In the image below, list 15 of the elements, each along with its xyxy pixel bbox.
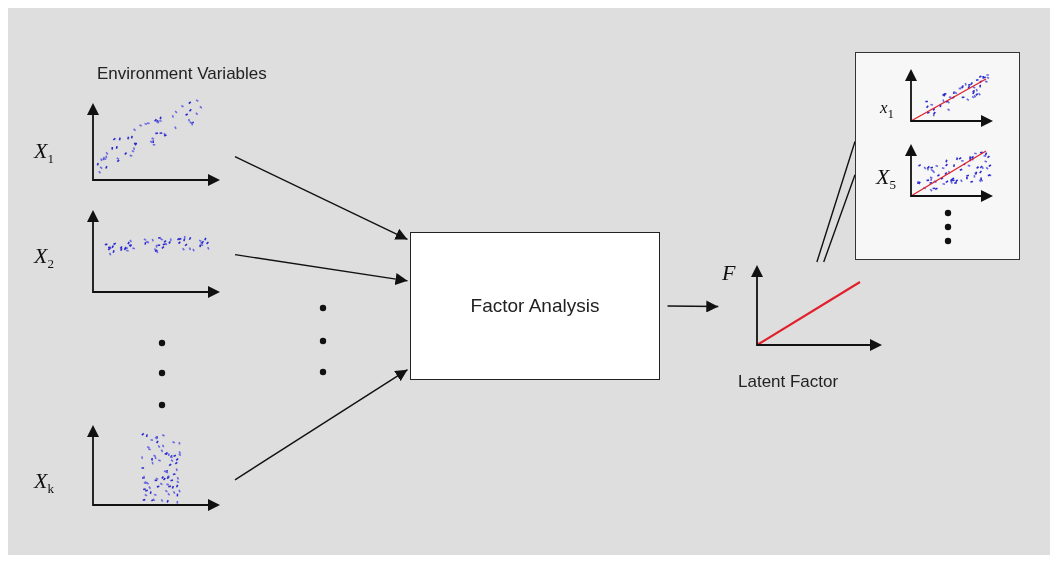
arrow [234,155,409,241]
arrow [234,254,409,285]
axis-label: X$_{2}$ [34,245,54,270]
axis-label: F [722,262,736,284]
axis-label: X$_{1}$ [34,140,54,165]
plot-caption: Latent Factor [738,372,839,392]
inset-box [855,52,1020,260]
arrow [666,300,719,313]
axis-label: x$_{1}$ [880,99,895,120]
arrow [234,368,409,481]
axis-label: X$_{5}$ [876,166,896,191]
process-box: Factor Analysis [410,232,660,380]
callout-wedge-lines [816,140,856,263]
axis-label: X$_{k}$ [34,470,54,495]
section-heading: Environment Variables [97,64,267,84]
